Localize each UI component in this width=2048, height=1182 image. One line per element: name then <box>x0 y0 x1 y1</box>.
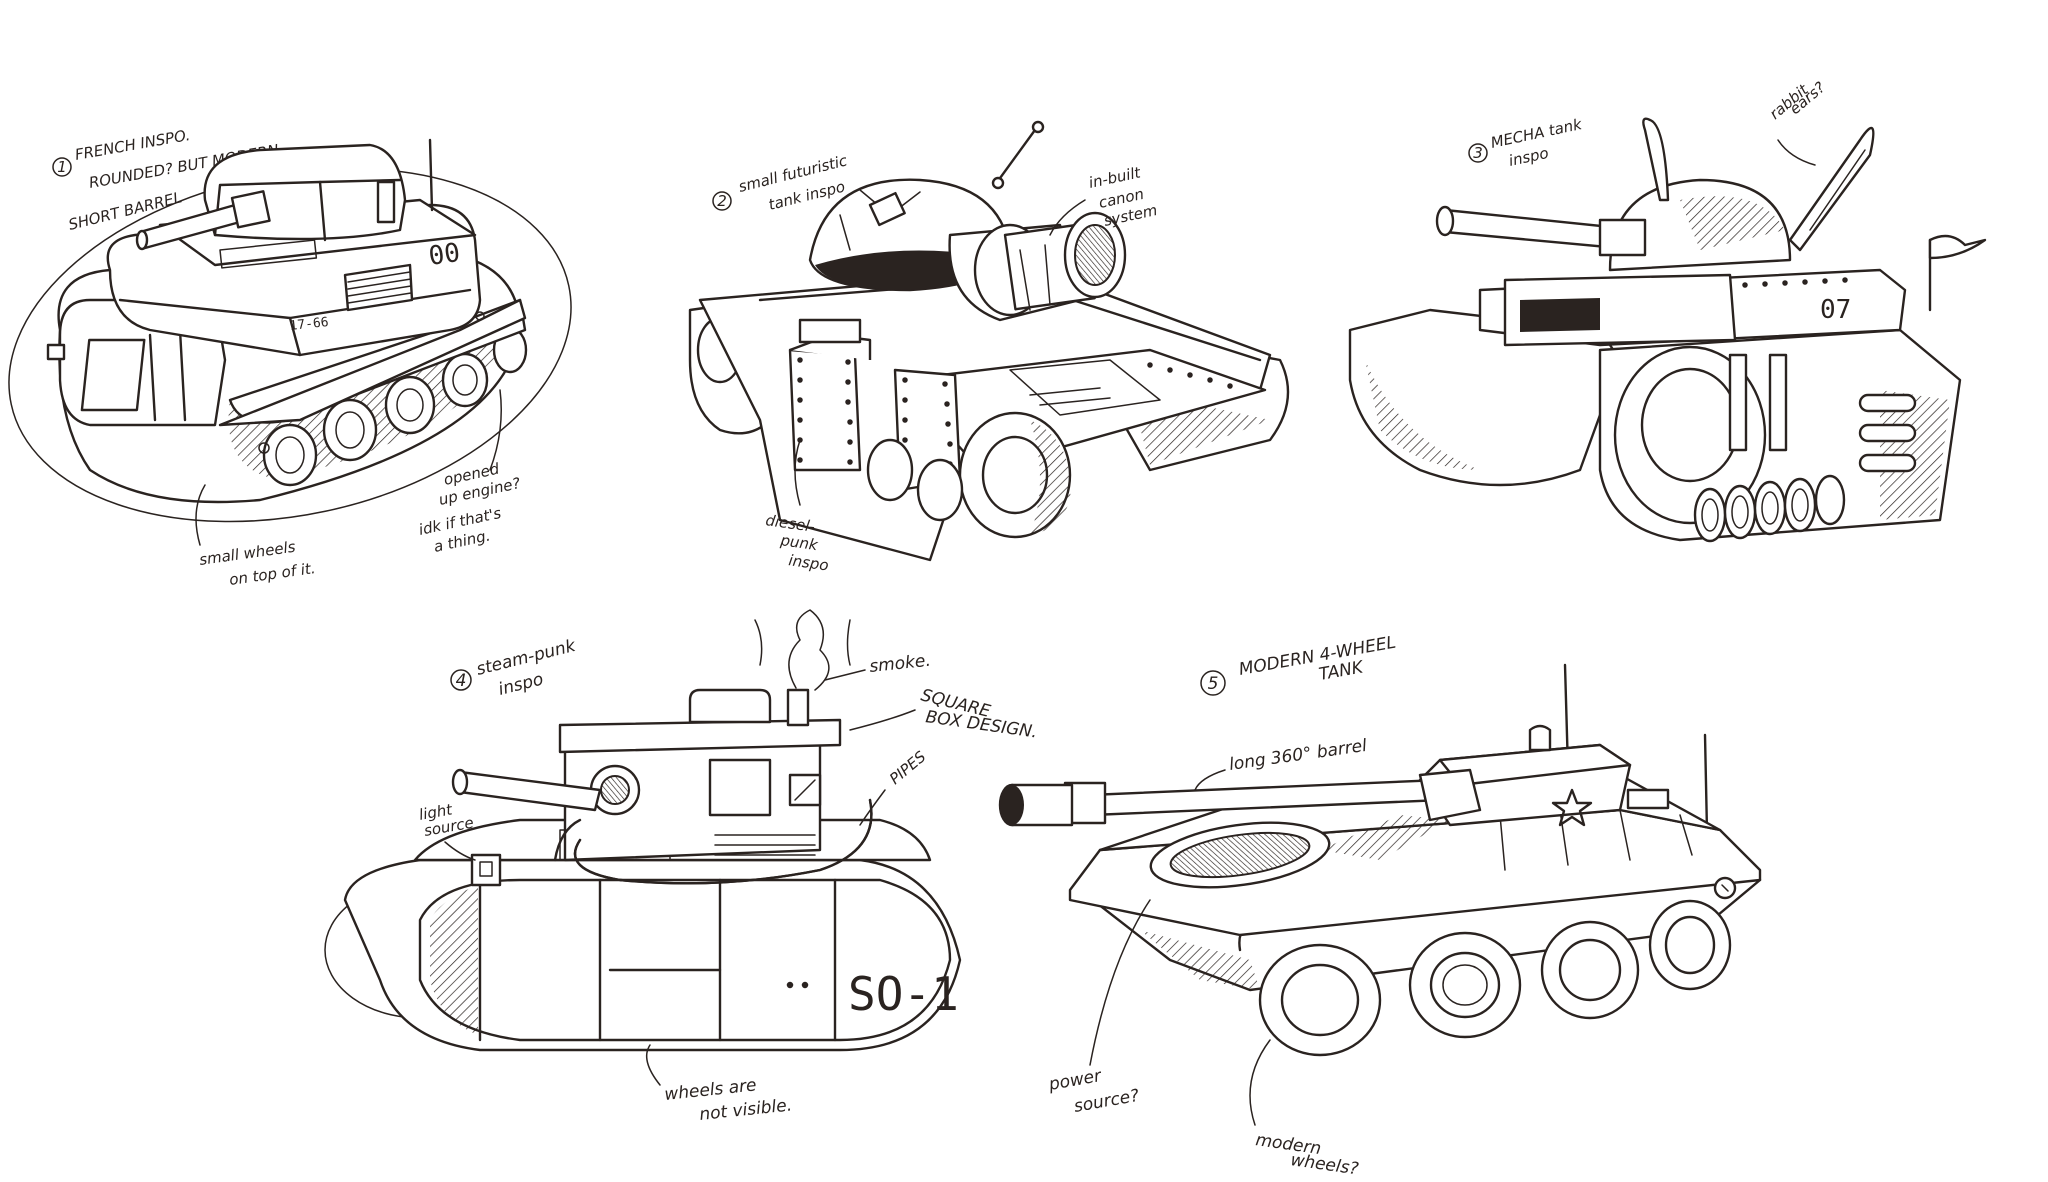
note-wheels-line: on top of it. <box>228 559 317 589</box>
antenna <box>428 138 434 212</box>
tank-sketch-4: 4 steam-punk inspo SO-1 <box>324 609 1039 1125</box>
tank-sketch-1: 1 FRENCH INSPO. ROUNDED? BUT MODERN. <box>8 126 572 589</box>
riveted-side-plate <box>788 348 862 472</box>
note-diesel-line: punk <box>778 531 820 554</box>
road-wheels <box>1258 899 1732 1057</box>
side-code-marking: 17-66 <box>289 315 329 334</box>
note-barrel: long 360° barrel <box>1228 736 1369 775</box>
tank-barrel <box>135 190 271 251</box>
note-smoke: smoke. <box>868 651 931 677</box>
note-wheels-line: wheels? <box>1289 1150 1359 1179</box>
sketch-title-line: inspo <box>1507 144 1550 170</box>
sketch-number-badge: 1 <box>52 157 72 177</box>
hull-number-marking: 07 <box>1820 295 1851 325</box>
tank-barrel <box>998 768 1482 827</box>
vent-grill <box>343 263 414 312</box>
sketch-number-badge: 5 <box>1200 670 1226 696</box>
note-diesel-line: inspo <box>787 551 829 574</box>
sketch-number-badge: 3 <box>1468 143 1488 163</box>
rabbit-ears <box>1642 117 1875 252</box>
sketch-number-badge: 2 <box>712 191 732 211</box>
note-power-line: power <box>1046 1066 1103 1095</box>
cannon-cylinder <box>948 211 1127 322</box>
hull-code-marking: SO-1 <box>848 967 959 1021</box>
svg-text:3: 3 <box>1473 144 1483 162</box>
pipes <box>553 798 873 885</box>
tank-sketch-5: 5 MODERN 4-WHEEL TANK <box>998 633 1762 1179</box>
flag <box>1928 234 1987 260</box>
tank-sketch-2: 2 small futuristic tank inspo <box>688 120 1290 575</box>
note-light-line: light <box>418 800 455 824</box>
svg-text:1: 1 <box>57 158 67 176</box>
tank-sketch-3: 3 MECHA tank inspo <box>1348 78 1987 543</box>
sketch-title-line: inspo <box>496 669 545 699</box>
svg-text:2: 2 <box>717 192 727 210</box>
svg-text:4: 4 <box>456 671 467 691</box>
note-pipes: PIPES <box>886 747 930 788</box>
rivet-row <box>1147 362 1233 389</box>
road-wheels <box>262 326 528 487</box>
sketch-title-line: MODERN 4-WHEEL <box>1237 633 1397 680</box>
note-power-line: source? <box>1072 1086 1140 1117</box>
hull-number-marking: 00 <box>427 238 462 272</box>
small-wheel-row <box>1693 474 1846 543</box>
star-emblem-icon <box>1551 788 1593 827</box>
note-ears-line: ears? <box>1786 78 1829 118</box>
svg-text:5: 5 <box>1208 674 1219 694</box>
sketch-number-badge: 4 <box>450 669 472 691</box>
